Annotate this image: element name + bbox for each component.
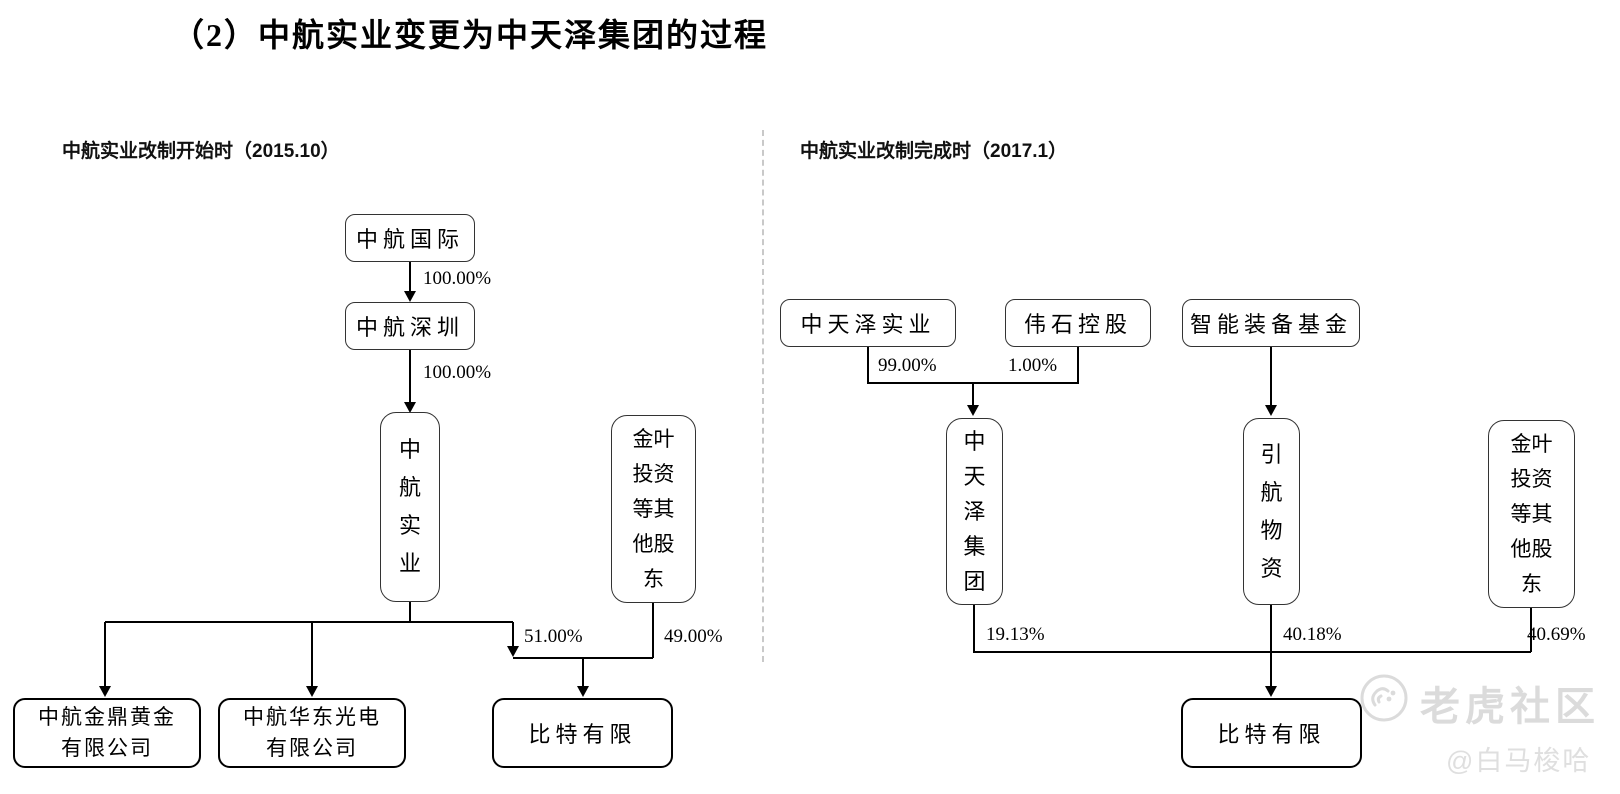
node-yinhang-wuzi: 引航物资 — [1243, 418, 1300, 605]
label-pct-weishi: 1.00% — [1008, 355, 1058, 376]
node-zhonghang-guoji: 中航国际 — [345, 214, 475, 262]
tiger-community-logo-icon — [1360, 674, 1408, 722]
node-ztz-group: 中天泽集团 — [946, 418, 1003, 605]
label-pct-jinye-bite: 49.00% — [664, 626, 723, 647]
node-zhonghang-shenzhen: 中航深圳 — [345, 302, 475, 350]
label-pct-ztz-group: 19.13% — [986, 624, 1045, 645]
node-zhonghang-shiye: 中航实业 — [380, 412, 440, 602]
watermark-brand: 老虎社区 — [1420, 685, 1600, 729]
node-weishi-holding: 伟石控股 — [1005, 299, 1151, 347]
edge-shenzhen-to-shiye — [404, 350, 416, 413]
node-jinding-gold: 中航金鼎黄金 有限公司 — [13, 698, 201, 768]
label-pct-jinye: 40.69% — [1527, 624, 1586, 645]
edge-bus-corner-arrow — [507, 622, 519, 657]
right-chart-header: 中航实业改制完成时（2017.1） — [800, 141, 1068, 162]
left-chart-header: 中航实业改制开始时（2015.10） — [62, 141, 340, 162]
edge-to-bite-right — [1265, 605, 1277, 697]
label-pct-ztz-shiye: 99.00% — [878, 355, 937, 376]
node-intelligent-equipment-fund: 智能装备基金 — [1182, 299, 1360, 347]
edge-merge-to-ztzgroup — [967, 383, 979, 416]
watermark-user: @白马梭哈 — [1446, 746, 1592, 776]
node-huadong-optoelectronics: 中航华东光电 有限公司 — [218, 698, 406, 768]
node-bite-limited-left: 比特有限 — [492, 698, 673, 768]
label-pct-yinhang: 40.18% — [1283, 624, 1342, 645]
page-title: （2）中航实业变更为中天泽集团的过程 — [172, 17, 769, 53]
label-pct-guoji-shenzhen: 100.00% — [423, 268, 492, 289]
edge-bus-to-jinding — [99, 622, 111, 697]
edge-bus-to-huadong — [306, 622, 318, 697]
node-bite-limited-right: 比特有限 — [1181, 698, 1362, 768]
label-pct-shiye-bite: 51.00% — [524, 626, 583, 647]
edge-to-bite-left — [577, 658, 589, 697]
node-jinye-investors-right: 金叶投资等其他股东 — [1488, 420, 1575, 608]
chart-divider-dashed-line — [762, 130, 764, 662]
node-jinye-investors-left: 金叶投资等其他股东 — [611, 415, 696, 603]
node-ztz-shiye: 中天泽实业 — [780, 299, 956, 347]
label-pct-shenzhen-shiye: 100.00% — [423, 362, 492, 383]
edge-fund-to-yinhang — [1265, 347, 1277, 416]
edge-guoji-to-shenzhen — [404, 262, 416, 302]
